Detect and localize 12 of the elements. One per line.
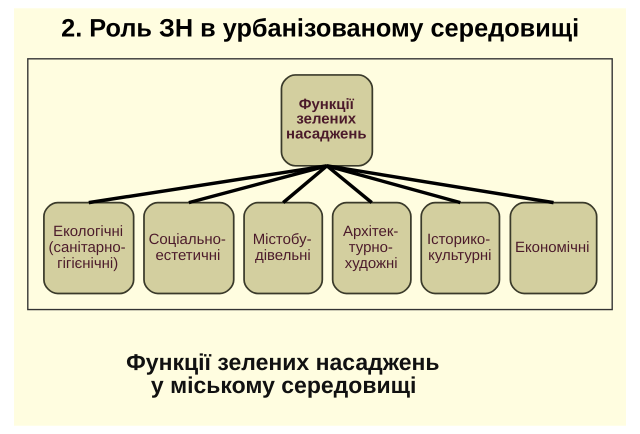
- node-box: Містобу- дівельні: [243, 202, 324, 294]
- node-box: Соціально- естетичні: [143, 202, 235, 294]
- node-box: Екологічні (санітарно- гігієнічні): [43, 202, 134, 294]
- cluster: [27, 58, 613, 310]
- diagram-title: 2. Роль ЗН в урбанізованому середовищі: [61, 14, 580, 43]
- node-box: Історико- культурні: [420, 202, 500, 294]
- node-box: Економічні: [510, 202, 598, 294]
- node-box: Функції зелених насаджень: [280, 74, 374, 167]
- caption: Функції зелених насаджень у міському середовищі: [126, 349, 440, 398]
- connector: [188, 164, 328, 204]
- connector: [326, 164, 461, 204]
- node-box: Архітек- турно- художні: [332, 202, 412, 294]
